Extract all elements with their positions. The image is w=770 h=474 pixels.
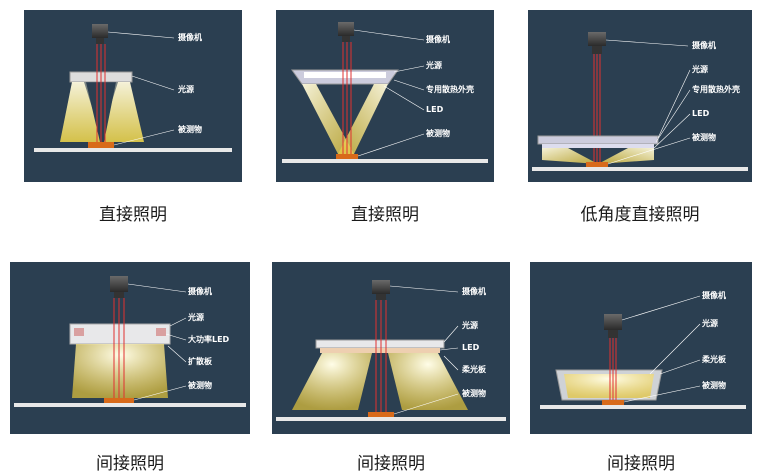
- direct-lighting-diagram-1: 摄像机 光源 被测物: [34, 24, 232, 152]
- label-test-object: 被测物: [178, 124, 202, 134]
- label-test-object: 被测物: [702, 380, 726, 390]
- label-led: LED: [462, 343, 480, 352]
- light-source-ring: [537, 135, 659, 145]
- caption-6: 间接照明: [607, 454, 675, 474]
- light-source-dome: [69, 323, 171, 345]
- label-led: LED: [426, 105, 444, 114]
- led-strip: [542, 144, 654, 148]
- base-plate: [540, 405, 746, 409]
- light-beam-right: [104, 82, 144, 142]
- test-object: [104, 398, 134, 403]
- diagram-panel-5: 摄像机 光源 LED 柔光板 被测物: [272, 262, 510, 434]
- diffused-light: [72, 344, 168, 398]
- label-diffuser: 扩散板: [188, 356, 213, 366]
- indirect-lighting-diagram-3: 摄像机 光源 柔光板 被测物: [540, 290, 746, 409]
- light-beam-right: [388, 353, 468, 410]
- led-strip: [320, 348, 440, 353]
- indirect-lighting-diagram-1: 摄像机 光源 大功率LED 扩散板 被测物: [14, 276, 246, 407]
- label-test-object: 被测物: [426, 128, 450, 138]
- label-test-object: 被测物: [188, 380, 212, 390]
- camera-lens-icon: [592, 46, 602, 54]
- low-angle-lighting-diagram: 摄像机 光源 专用散热外壳 LED 被测物: [532, 32, 748, 171]
- label-heat-housing: 专用散热外壳: [692, 84, 740, 94]
- diffused-light: [564, 374, 654, 398]
- caption-3: 低角度直接照明: [580, 205, 700, 225]
- direct-lighting-diagram-2: 摄像机 光源 专用散热外壳 LED 被测物: [282, 22, 488, 163]
- light-source-bar: [315, 339, 445, 349]
- light-beam-left: [542, 148, 598, 164]
- label-light-source: 光源: [701, 318, 718, 328]
- diagram-panel-3: 摄像机 光源 专用散热外壳 LED 被测物: [528, 10, 752, 182]
- label-led: LED: [692, 109, 710, 118]
- label-soft-light-panel: 柔光板: [461, 364, 487, 374]
- caption-1: 直接照明: [99, 205, 167, 225]
- camera-lens-icon: [376, 294, 386, 300]
- caption-4: 间接照明: [96, 454, 164, 474]
- label-camera: 摄像机: [178, 32, 202, 42]
- base-plate: [282, 159, 488, 163]
- camera-icon: [604, 314, 622, 330]
- label-test-object: 被测物: [462, 388, 486, 398]
- light-beam-right: [338, 84, 388, 154]
- caption-5: 间接照明: [357, 454, 425, 474]
- label-camera: 摄像机: [462, 286, 486, 296]
- label-soft-light-panel: 柔光板: [701, 354, 727, 364]
- diagram-panel-6: 摄像机 光源 柔光板 被测物: [530, 262, 752, 434]
- label-light-source: 光源: [425, 60, 442, 70]
- label-light-source: 光源: [461, 320, 478, 330]
- camera-lens-icon: [608, 330, 618, 338]
- label-test-object: 被测物: [692, 132, 716, 142]
- base-plate: [276, 417, 506, 421]
- camera-icon: [372, 280, 390, 294]
- base-plate: [14, 403, 246, 407]
- label-light-source: 光源: [187, 312, 204, 322]
- test-object: [602, 400, 624, 405]
- base-plate: [532, 167, 748, 171]
- indirect-lighting-diagram-2: 摄像机 光源 LED 柔光板 被测物: [276, 280, 506, 421]
- label-camera: 摄像机: [702, 290, 726, 300]
- label-camera: 摄像机: [426, 34, 450, 44]
- test-object: [586, 162, 608, 167]
- test-object: [336, 154, 358, 159]
- high-power-led: [74, 328, 84, 336]
- camera-lens-icon: [114, 292, 124, 298]
- light-beam-left: [60, 82, 100, 142]
- test-object: [88, 142, 114, 148]
- light-beam-left: [302, 84, 354, 154]
- diagram-panel-4: 摄像机 光源 大功率LED 扩散板 被测物: [10, 262, 250, 434]
- label-high-power-led: 大功率LED: [188, 334, 230, 344]
- label-light-source: 光源: [691, 64, 708, 74]
- label-camera: 摄像机: [188, 286, 212, 296]
- label-camera: 摄像机: [692, 40, 716, 50]
- label-heat-housing: 专用散热外壳: [426, 84, 474, 94]
- light-beam-left: [292, 353, 372, 410]
- light-beam-right: [598, 148, 654, 164]
- base-plate: [34, 148, 232, 152]
- camera-lens-icon: [96, 38, 104, 44]
- test-object: [368, 412, 394, 417]
- led-strip: [304, 72, 386, 78]
- diagram-panel-1: 摄像机 光源 被测物: [24, 10, 242, 182]
- caption-2: 直接照明: [351, 205, 419, 225]
- camera-icon: [92, 24, 108, 38]
- camera-lens-icon: [342, 36, 350, 42]
- label-light-source: 光源: [177, 84, 194, 94]
- camera-icon: [338, 22, 354, 36]
- diagram-panel-2: 摄像机 光源 专用散热外壳 LED 被测物: [276, 10, 494, 182]
- camera-icon: [110, 276, 128, 292]
- camera-icon: [588, 32, 606, 46]
